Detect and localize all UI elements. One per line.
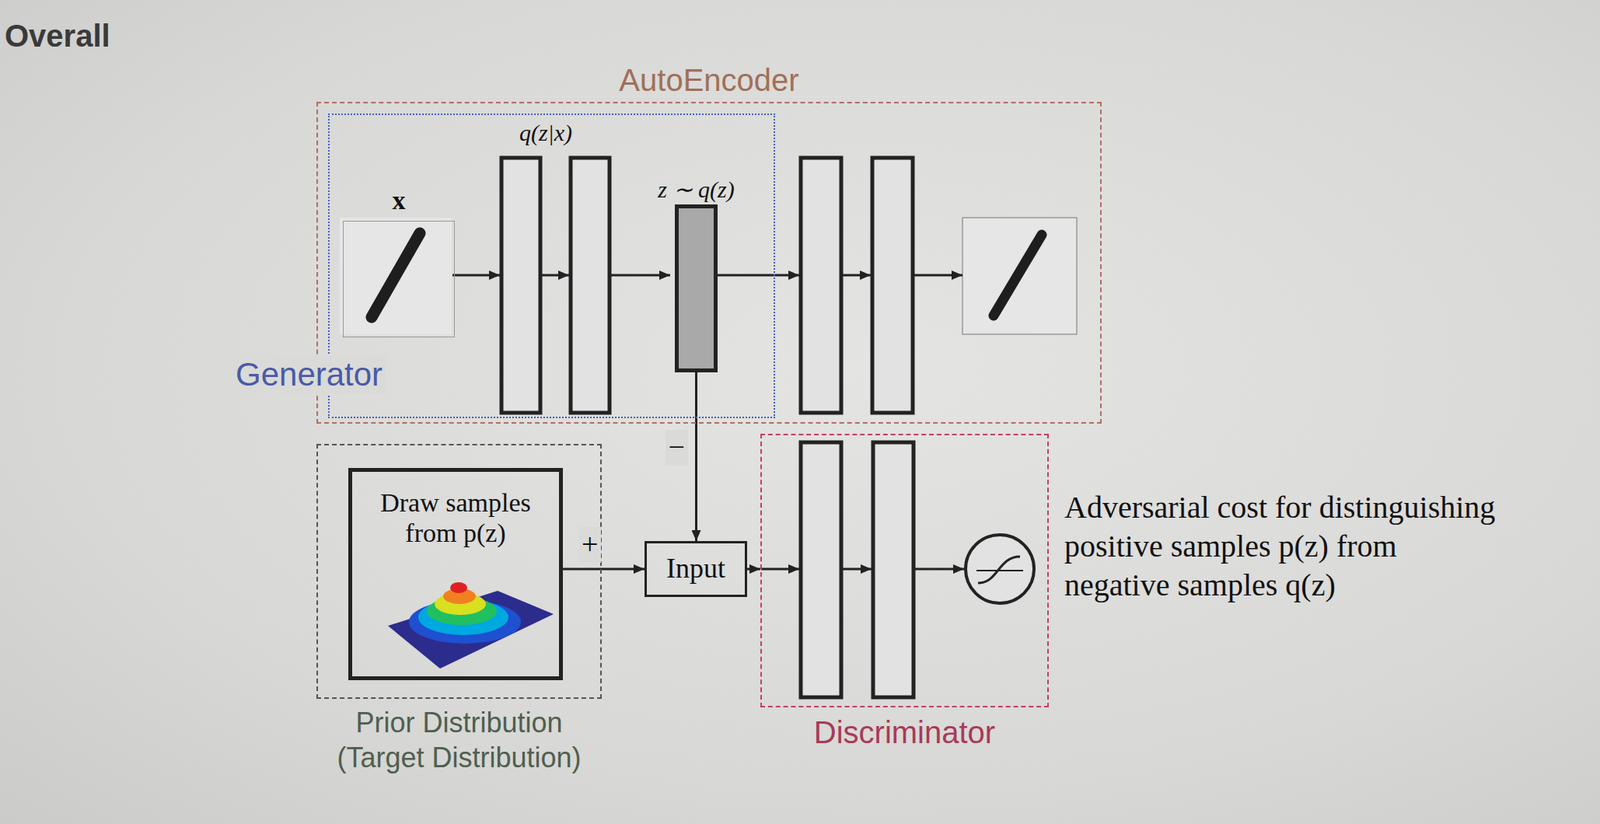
node-label: Generator xyxy=(232,355,386,395)
sigmoid-axis xyxy=(976,569,1024,572)
sampler-box: Draw samples from p(z) xyxy=(348,468,563,681)
connector xyxy=(695,372,698,542)
connector xyxy=(562,568,645,571)
flow-arrow xyxy=(842,274,871,277)
node-label: Discriminator xyxy=(813,713,996,752)
discriminator-box: Discriminator xyxy=(760,433,1049,708)
flow-arrow xyxy=(452,274,500,277)
generator-box: Generatorxz ∼ q(z) xyxy=(328,113,776,419)
autoencoder-box: AutoEncoderGeneratorxz ∼ q(z) xyxy=(316,101,1102,424)
image-ground xyxy=(339,217,452,335)
flow-arrow xyxy=(715,274,800,277)
layer-bar xyxy=(501,157,541,413)
node-label: Draw samples from p(z) xyxy=(359,487,552,549)
node-label: z ∼ q(z) xyxy=(657,175,734,204)
edge-sign: + xyxy=(578,527,601,563)
latent-bar: z ∼ q(z) xyxy=(674,204,718,373)
flow-arrow xyxy=(611,274,671,277)
flow-arrow xyxy=(914,274,963,277)
flow-arrow xyxy=(541,274,570,277)
input-image: x xyxy=(342,220,455,338)
connector xyxy=(747,568,761,571)
input-box: Input xyxy=(644,541,748,598)
sigmoid-curve xyxy=(978,556,1021,584)
layer-bar xyxy=(800,442,842,698)
edge-sign: − xyxy=(665,429,689,466)
flow-arrow xyxy=(842,568,872,571)
layer-bar xyxy=(873,442,914,698)
node-label: x xyxy=(392,185,406,217)
node-label: Input xyxy=(666,551,726,586)
digit-stroke xyxy=(993,234,1042,316)
annotation: Adversarial cost for distinguishing posi… xyxy=(1064,488,1500,605)
slide-title: Overall xyxy=(4,17,111,55)
layer-bar xyxy=(570,157,610,413)
node-label: Prior Distribution (Target Distribution) xyxy=(311,705,608,776)
image-box xyxy=(962,217,1077,335)
node-label: AutoEncoder xyxy=(618,61,799,99)
sigmoid-circle xyxy=(965,534,1035,604)
flow-arrow xyxy=(761,568,800,571)
flow-arrow xyxy=(914,568,965,571)
digit-stroke xyxy=(371,233,420,318)
gaussian-plane xyxy=(387,590,554,669)
layer-bar xyxy=(872,157,913,413)
annotation: q(z|x) xyxy=(519,118,573,147)
gaussian-ring xyxy=(450,582,468,594)
prior-box: Prior Distribution (Target Distribution)… xyxy=(316,443,602,699)
layer-bar xyxy=(800,157,842,413)
